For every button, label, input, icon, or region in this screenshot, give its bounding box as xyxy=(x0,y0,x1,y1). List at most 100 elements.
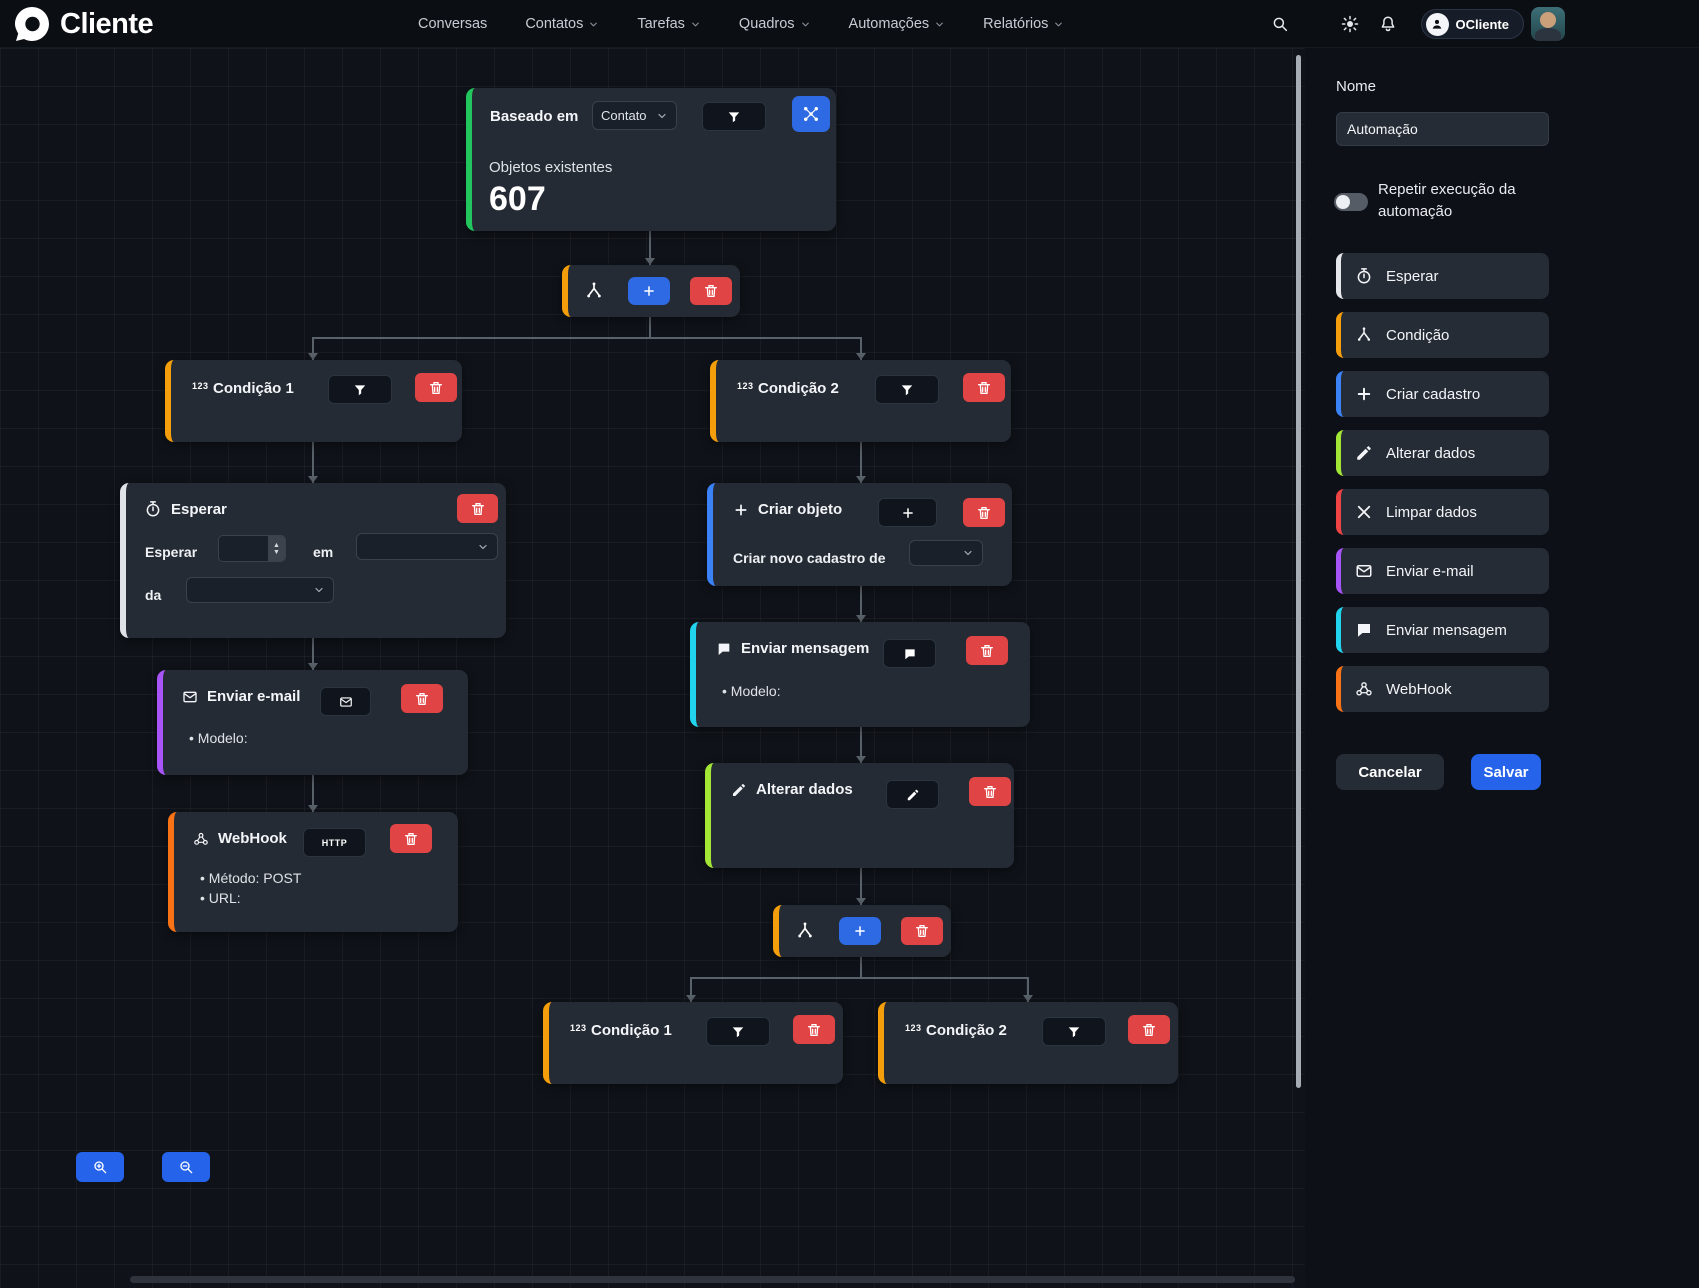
zoom-out-button[interactable] xyxy=(162,1152,210,1182)
add-object-button[interactable] xyxy=(878,498,937,527)
condition-node[interactable]: 123 Condição 1 xyxy=(165,360,462,442)
vertical-scrollbar[interactable] xyxy=(1296,55,1301,1088)
zoom-in-button[interactable] xyxy=(76,1152,124,1182)
connector-arrow xyxy=(686,995,696,1002)
create-object-node[interactable]: Criar objeto Criar novo cadastro de xyxy=(707,483,1012,586)
filter-button[interactable] xyxy=(702,102,766,131)
trash-icon xyxy=(806,1022,822,1038)
delete-node-button[interactable] xyxy=(963,498,1005,527)
chevron-down-icon xyxy=(962,547,974,559)
email-template-button[interactable] xyxy=(320,687,371,716)
delete-node-button[interactable] xyxy=(401,684,443,713)
edit-fields-button[interactable] xyxy=(886,780,939,809)
node-title: Condição 1 xyxy=(591,1022,672,1039)
branch-node[interactable] xyxy=(773,905,951,957)
node-title: Enviar mensagem xyxy=(741,640,870,657)
cancel-button[interactable]: Cancelar xyxy=(1336,754,1444,790)
delete-node-button[interactable] xyxy=(963,373,1005,402)
webhook-node[interactable]: WebHook HTTP • Método: POST • URL: xyxy=(168,812,458,932)
plus-icon xyxy=(853,924,867,938)
chevron-down-icon xyxy=(656,110,668,122)
filter-button[interactable] xyxy=(1042,1017,1106,1046)
http-config-button[interactable]: HTTP xyxy=(303,828,366,857)
trash-icon xyxy=(979,643,995,659)
account-pill[interactable]: OCliente xyxy=(1420,9,1524,39)
palette-item-alterar-dados[interactable]: Alterar dados xyxy=(1336,430,1549,476)
palette-item-enviar-email[interactable]: Enviar e-mail xyxy=(1336,548,1549,594)
wait-node[interactable]: Esperar Esperar ▲▼ em da xyxy=(120,483,506,638)
theme-toggle-button[interactable] xyxy=(1341,15,1359,33)
node-title: WebHook xyxy=(218,830,287,847)
palette-item-condicao[interactable]: Condição xyxy=(1336,312,1549,358)
add-branch-button[interactable] xyxy=(628,277,670,305)
connector-arrow xyxy=(856,353,866,360)
wait-unit-select[interactable] xyxy=(356,533,498,560)
repeat-toggle[interactable] xyxy=(1334,193,1368,211)
brand-logo[interactable]: Cliente xyxy=(12,4,154,44)
connector-line xyxy=(860,957,862,977)
palette-item-enviar-mensagem[interactable]: Enviar mensagem xyxy=(1336,607,1549,653)
connector-line xyxy=(312,638,314,670)
branch-node[interactable] xyxy=(562,265,740,317)
nav-item-contatos[interactable]: Contatos xyxy=(525,16,599,32)
palette-item-webhook[interactable]: WebHook xyxy=(1336,666,1549,712)
delete-node-button[interactable] xyxy=(901,917,943,945)
condition-node[interactable]: 123 Condição 1 xyxy=(543,1002,843,1084)
delete-node-button[interactable] xyxy=(793,1015,835,1044)
filter-button[interactable] xyxy=(875,375,939,404)
delete-node-button[interactable] xyxy=(457,494,498,523)
update-data-node[interactable]: Alterar dados xyxy=(705,763,1014,868)
connector-arrow xyxy=(308,353,318,360)
palette-item-criar-cadastro[interactable]: Criar cadastro xyxy=(1336,371,1549,417)
horizontal-scrollbar[interactable] xyxy=(130,1276,1295,1283)
funnel-icon xyxy=(731,1025,745,1039)
condition-node[interactable]: 123 Condição 2 xyxy=(710,360,1011,442)
wait-amount-input[interactable]: ▲▼ xyxy=(218,535,286,562)
palette-item-limpar-dados[interactable]: Limpar dados xyxy=(1336,489,1549,535)
notifications-button[interactable] xyxy=(1379,15,1397,33)
profile-avatar[interactable] xyxy=(1531,7,1565,41)
add-branch-button[interactable] xyxy=(839,917,881,945)
record-type-select[interactable] xyxy=(909,540,983,566)
nav-item-quadros[interactable]: Quadros xyxy=(739,16,811,32)
plus-icon xyxy=(901,506,915,520)
palette-item-label: Enviar e-mail xyxy=(1386,562,1474,580)
palette-item-esperar[interactable]: Esperar xyxy=(1336,253,1549,299)
nav-item-relatorios[interactable]: Relatórios xyxy=(983,16,1064,32)
message-template-button[interactable] xyxy=(883,639,936,668)
sun-icon xyxy=(1341,15,1359,33)
envelope-icon xyxy=(339,695,353,709)
existing-objects-count: 607 xyxy=(489,180,546,218)
nav-item-automacoes[interactable]: Automações xyxy=(849,16,946,32)
send-email-node[interactable]: Enviar e-mail • Modelo: xyxy=(157,670,468,775)
automation-name-input[interactable] xyxy=(1336,112,1549,146)
pencil-icon xyxy=(906,788,920,802)
connector-line xyxy=(860,727,862,763)
chevron-down-icon xyxy=(588,19,599,30)
chat-icon xyxy=(1355,621,1373,639)
delete-node-button[interactable] xyxy=(966,636,1008,665)
search-button[interactable] xyxy=(1271,15,1289,33)
save-button[interactable]: Salvar xyxy=(1471,754,1541,790)
wait-from-select[interactable] xyxy=(186,577,334,603)
trigger-type-select[interactable]: Contato xyxy=(592,101,677,130)
delete-node-button[interactable] xyxy=(1128,1015,1170,1044)
send-message-node[interactable]: Enviar mensagem • Modelo: xyxy=(690,622,1030,727)
delete-node-button[interactable] xyxy=(390,824,432,853)
condition-node[interactable]: 123 Condição 2 xyxy=(878,1002,1178,1084)
delete-node-button[interactable] xyxy=(690,277,732,305)
filter-button[interactable] xyxy=(328,375,392,404)
delete-node-button[interactable] xyxy=(969,777,1011,806)
name-label: Nome xyxy=(1336,78,1377,95)
webhook-url-label: • URL: xyxy=(200,890,241,906)
flow-canvas[interactable]: Baseado em Contato Objetos existentes 60… xyxy=(0,48,1305,1288)
nav-item-tarefas[interactable]: Tarefas xyxy=(637,16,701,32)
nav-item-conversas[interactable]: Conversas xyxy=(418,16,488,32)
trigger-node[interactable]: Baseado em Contato Objetos existentes 60… xyxy=(466,88,836,231)
filter-button[interactable] xyxy=(706,1017,770,1046)
automation-settings-button[interactable] xyxy=(792,96,830,132)
trash-icon xyxy=(982,784,998,800)
delete-node-button[interactable] xyxy=(415,373,457,402)
chevron-down-icon xyxy=(1053,19,1064,30)
number-stepper[interactable]: ▲▼ xyxy=(268,536,285,561)
